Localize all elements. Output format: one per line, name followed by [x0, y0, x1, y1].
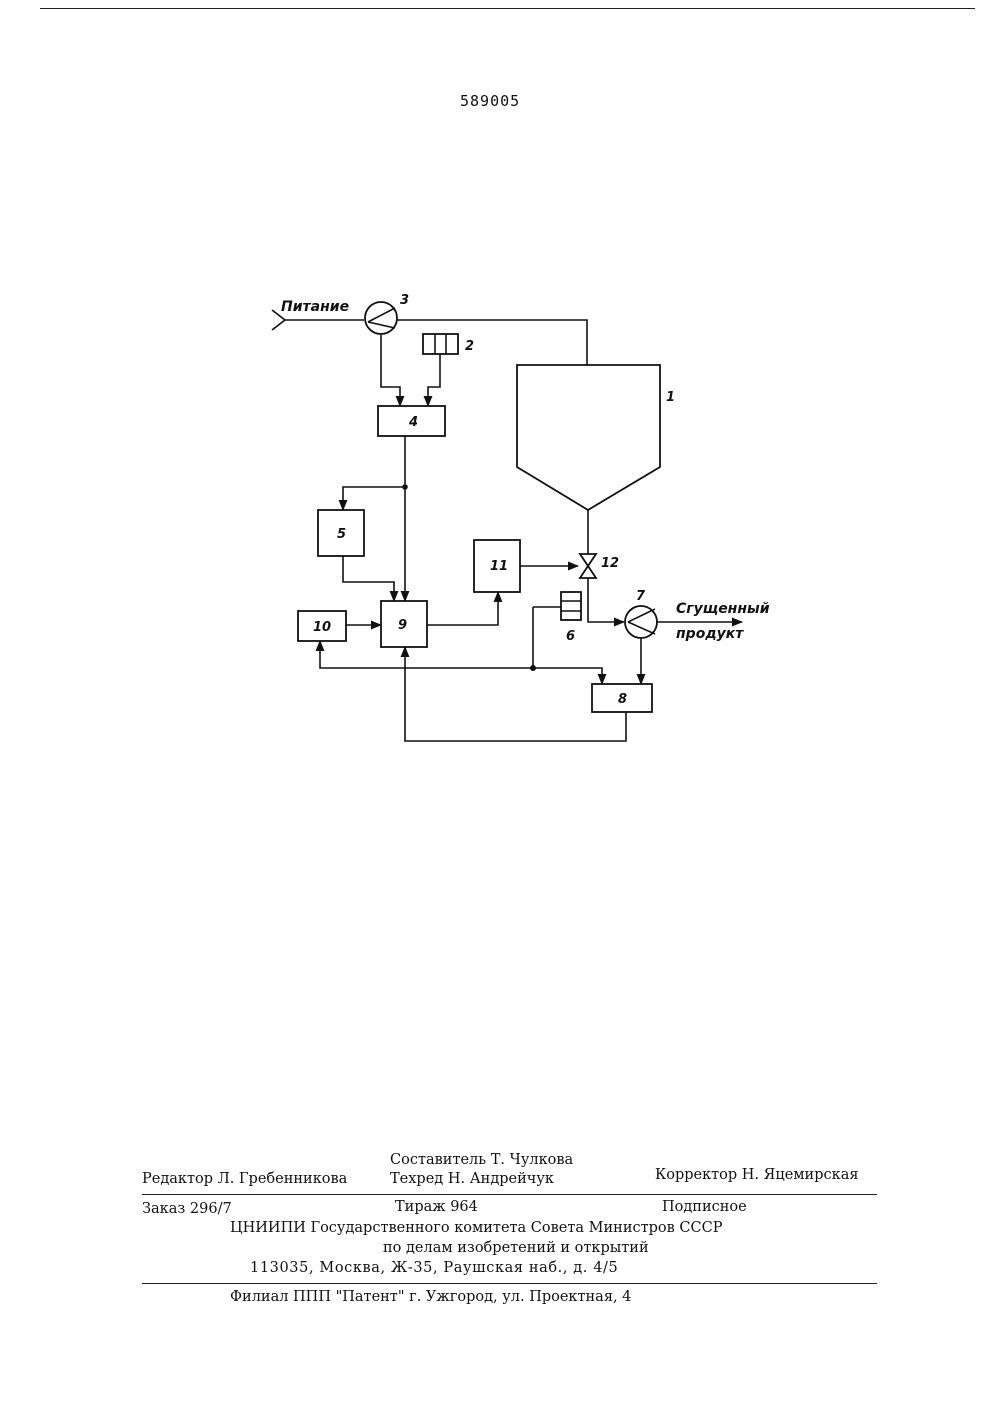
label-7: 7 — [636, 589, 646, 604]
line-3-to-4 — [381, 335, 400, 406]
circulation-line: Тираж 964 — [395, 1199, 478, 1215]
label-2: 2 — [465, 339, 474, 354]
subscription-line: Подписное — [662, 1199, 747, 1215]
line-6-to-8 — [533, 668, 602, 684]
label-10: 10 — [313, 620, 331, 635]
label-11: 11 — [490, 559, 508, 574]
line-9-to-11 — [427, 592, 498, 625]
line-valve-to-pump — [588, 578, 624, 622]
colophon-rule-2 — [142, 1283, 877, 1284]
feed-pump-3 — [365, 302, 397, 334]
label-3: 3 — [400, 293, 409, 308]
org-line-1: ЦНИИПИ Государственного комитета Совета … — [230, 1220, 722, 1236]
colophon-rule-1 — [142, 1194, 877, 1195]
feed-label: Питание — [281, 299, 349, 315]
label-4: 4 — [408, 415, 418, 430]
product-pump-7 — [625, 606, 657, 638]
label-5: 5 — [337, 527, 346, 542]
label-9: 9 — [398, 618, 407, 633]
compiler-line: Составитель Т. Чулкова — [390, 1152, 573, 1168]
product-label-line1: Сгущенный — [676, 601, 770, 617]
product-label-line2: продукт — [676, 626, 744, 642]
density-sensor-2 — [423, 334, 458, 354]
address-line: 113035, Москва, Ж-35, Раушская наб., д. … — [250, 1260, 618, 1276]
valve-12 — [580, 554, 596, 578]
corrector-line: Корректор Н. Яцемирская — [655, 1167, 858, 1183]
line-4-to-5 — [343, 487, 405, 510]
order-line: Заказ 296/7 — [142, 1201, 232, 1217]
thickener-1 — [517, 365, 660, 510]
label-6: 6 — [566, 629, 575, 644]
branch-line: Филиал ППП "Патент" г. Ужгород, ул. Прое… — [230, 1289, 631, 1305]
org-line-2: по делам изобретений и открытий — [383, 1240, 649, 1256]
line-2-to-4 — [428, 354, 440, 406]
line-5-to-9 — [343, 556, 394, 601]
sensor-6 — [561, 592, 581, 620]
techred-line: Техред Н. Андрейчук — [390, 1171, 554, 1187]
label-1: 1 — [666, 390, 675, 405]
label-12: 12 — [601, 556, 619, 571]
editor-line: Редактор Л. Гребенникова — [142, 1171, 347, 1187]
label-8: 8 — [618, 692, 627, 707]
